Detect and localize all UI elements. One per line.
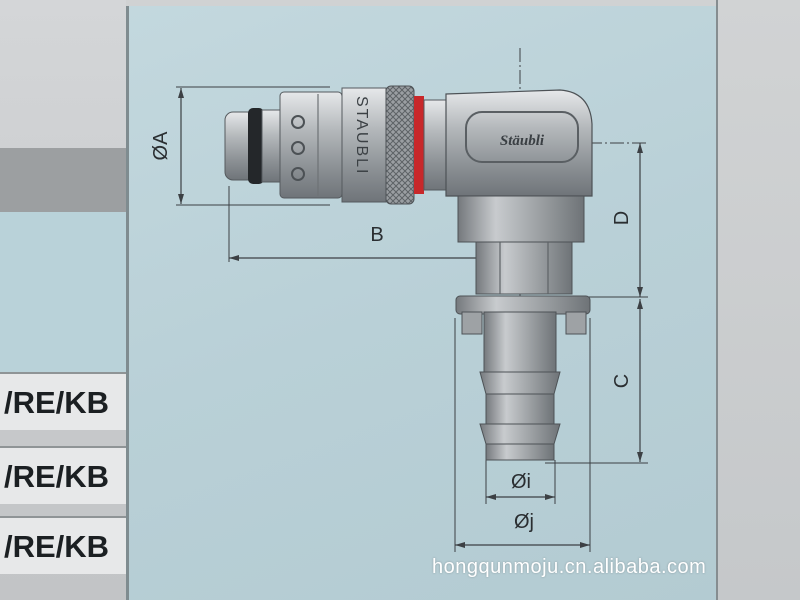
coupling-nose <box>224 108 283 184</box>
table-row: /RE/KB <box>0 516 126 574</box>
table-row: /RE/KB <box>0 372 126 430</box>
body-marking: STAUBLI <box>353 96 370 176</box>
label-d: D <box>611 211 633 225</box>
gray-header-band <box>0 148 126 212</box>
page-top-edge <box>126 0 720 8</box>
row-label: /RE/KB <box>4 385 110 420</box>
label-dia-j: Øj <box>514 511 534 533</box>
hex-nut <box>475 241 573 295</box>
label-dia-i: Øi <box>511 471 531 493</box>
knurled-collar <box>385 85 415 205</box>
dimension-dia-a <box>176 86 330 206</box>
dimension-c <box>545 299 648 464</box>
red-ring <box>414 96 447 194</box>
label-b: B <box>370 224 383 246</box>
table-row: /RE/KB <box>0 446 126 504</box>
left-blue-panel <box>0 212 126 372</box>
watermark: hongqunmoju.cn.alibaba.com <box>432 556 707 578</box>
dimension-dia-i <box>485 460 556 504</box>
label-dia-a: ØA <box>150 131 172 161</box>
coupling-sleeve: STAUBLI <box>279 87 387 203</box>
hose-barb <box>479 311 561 461</box>
elbow-body: Stäubli <box>445 89 593 243</box>
label-c: C <box>611 374 633 388</box>
dimension-dia-j <box>454 318 591 552</box>
page-background-right <box>716 0 800 600</box>
row-label: /RE/KB <box>4 459 110 494</box>
row-label: /RE/KB <box>4 529 110 564</box>
brand-logo: Stäubli <box>500 133 545 149</box>
